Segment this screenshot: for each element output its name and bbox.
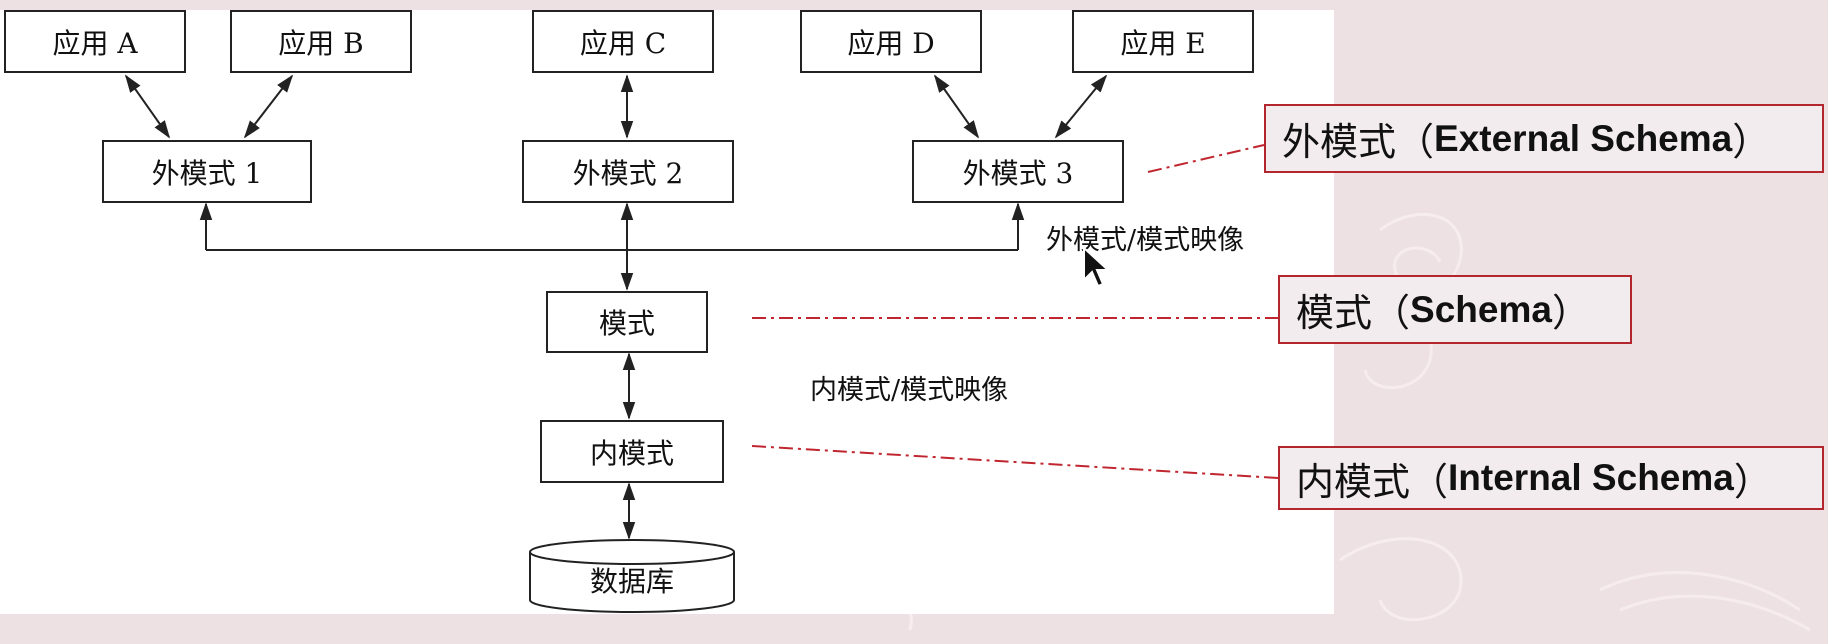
- external-schema-3-label: 外模式 3: [962, 156, 1074, 190]
- internal-callout-en: Internal Schema: [1448, 457, 1734, 498]
- external-schema-1-label: 外模式 1: [151, 156, 263, 190]
- application-a-label: 应用 A: [52, 26, 138, 60]
- external-schema-2-box: 外模式 2: [522, 140, 734, 203]
- arrow-app-e-ext3: [1054, 74, 1108, 139]
- internal-schema-label: 内模式: [589, 436, 674, 470]
- mouse-pointer-icon: [1083, 246, 1111, 288]
- application-d-box: 应用 D: [800, 10, 982, 73]
- database-label: 数据库: [589, 565, 674, 598]
- arrow-app-a-ext1: [124, 74, 171, 139]
- schema-callout-close: ）: [1551, 291, 1590, 335]
- schema-callout: 模式（Schema）: [1278, 275, 1632, 344]
- leader-internal: [751, 445, 1279, 479]
- external-schema-2-label: 外模式 2: [572, 156, 684, 190]
- application-c-label: 应用 C: [579, 26, 667, 60]
- external-callout-close: ）: [1732, 120, 1771, 164]
- internal-schema-callout: 内模式（Internal Schema）: [1278, 446, 1824, 510]
- external-schema-3-box: 外模式 3: [912, 140, 1124, 203]
- external-schema-callout: 外模式（External Schema）: [1264, 104, 1824, 173]
- arrow-app-b-ext1: [243, 74, 294, 139]
- application-e-box: 应用 E: [1072, 10, 1254, 73]
- application-b-label: 应用 B: [278, 26, 364, 60]
- external-schema-1-box: 外模式 1: [102, 140, 312, 203]
- external-callout-cn: 外模式（: [1282, 120, 1435, 164]
- arrow-app-d-ext3: [933, 74, 980, 139]
- schema-callout-cn: 模式（: [1296, 291, 1411, 335]
- application-d-label: 应用 D: [847, 26, 935, 60]
- database-cylinder: [529, 539, 735, 613]
- internal-callout-cn: 内模式（: [1296, 459, 1449, 504]
- internal-callout-close: ）: [1733, 459, 1772, 504]
- leader-external: [1147, 144, 1265, 173]
- application-a-box: 应用 A: [4, 10, 186, 73]
- internal-schema-box: 内模式: [540, 420, 724, 483]
- external-callout-en: External Schema: [1434, 117, 1733, 159]
- application-e-label: 应用 E: [1120, 26, 1206, 60]
- internal-mapping-label: 内模式/模式映像: [810, 375, 1009, 406]
- schema-label: 模式: [598, 307, 655, 340]
- external-mapping-label: 外模式/模式映像: [1046, 225, 1245, 256]
- application-c-box: 应用 C: [532, 10, 714, 73]
- schema-box: 模式: [546, 291, 708, 353]
- application-b-box: 应用 B: [230, 10, 412, 73]
- schema-callout-en: Schema: [1410, 288, 1552, 330]
